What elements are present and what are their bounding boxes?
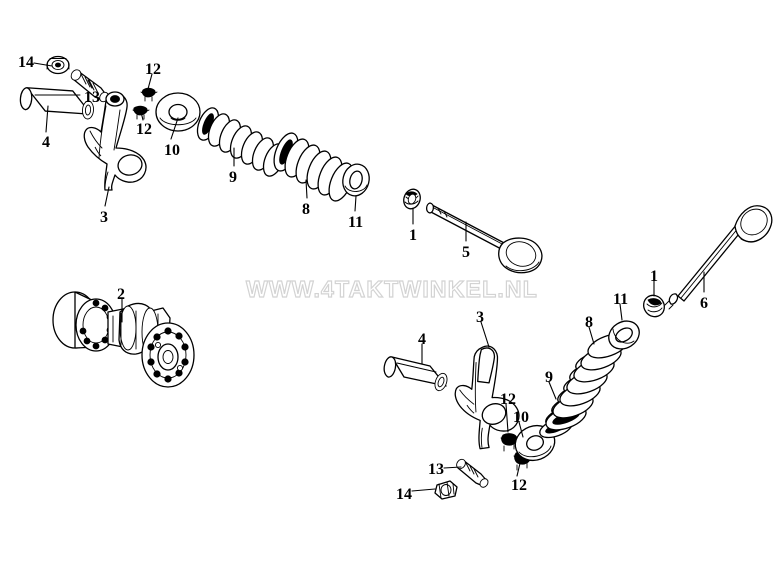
part-12-valve-seal-top-a <box>140 87 158 102</box>
part-14-adjusting-nut-bottom <box>434 480 458 500</box>
part-8-outer-spring-bottom <box>545 333 629 431</box>
callout-8-bottom: 8 <box>585 314 593 331</box>
callout-13-bottom: 13 <box>428 461 444 478</box>
part-9-inner-spring-top <box>196 107 286 177</box>
callout-10-top: 10 <box>164 142 180 159</box>
callout-2: 2 <box>117 286 125 303</box>
part-4-rocker-shaft-bottom <box>383 356 448 392</box>
part-2-camshaft <box>52 291 195 388</box>
part-6-exhaust-valve <box>664 205 773 310</box>
callout-14-top: 14 <box>18 54 34 71</box>
callout-3-bottom: 3 <box>476 309 484 326</box>
callout-12-bot-b: 12 <box>511 477 527 494</box>
callout-12-top-a: 12 <box>145 61 161 78</box>
part-11-spring-retainer-bottom <box>608 320 640 350</box>
callout-5: 5 <box>462 244 470 261</box>
part-1-cotter-top <box>403 188 421 210</box>
part-4-rocker-shaft-top <box>19 87 94 120</box>
callout-4-bottom: 4 <box>418 331 426 348</box>
callout-1-top: 1 <box>409 227 417 244</box>
callout-3-top: 3 <box>100 209 108 226</box>
part-3-rocker-arm-bottom <box>454 345 520 450</box>
callout-4-top: 4 <box>42 134 50 151</box>
part-14-adjusting-nut-top <box>46 55 70 75</box>
part-11-spring-retainer-top <box>342 163 370 197</box>
callout-leader-lines <box>33 62 705 492</box>
part-5-intake-valve <box>425 202 543 274</box>
callout-1-bottom: 1 <box>650 268 658 285</box>
part-13-adjusting-screw-top <box>70 69 109 103</box>
callout-14-bottom: 14 <box>396 486 412 503</box>
callout-11-bottom: 11 <box>613 291 629 308</box>
callout-12-bot-a: 12 <box>500 391 516 408</box>
callout-10-bottom: 10 <box>513 409 529 426</box>
callout-8-top: 8 <box>302 201 310 218</box>
callout-9-bottom: 9 <box>545 369 553 386</box>
bearing-balls-right <box>147 327 189 383</box>
callout-6: 6 <box>700 295 708 312</box>
part-1-cotter-bottom <box>643 294 665 318</box>
part-13-adjusting-screw-bottom <box>456 458 489 488</box>
part-8-outer-spring-top <box>273 132 354 202</box>
part-12-valve-seal-bottom-a <box>500 433 520 452</box>
callout-11-top: 11 <box>348 214 364 231</box>
callout-12-top-b: 12 <box>136 121 152 138</box>
part-10-spring-seat-top <box>155 92 201 132</box>
callout-9-top: 9 <box>229 169 237 186</box>
callout-13-top: 13 <box>84 89 100 106</box>
